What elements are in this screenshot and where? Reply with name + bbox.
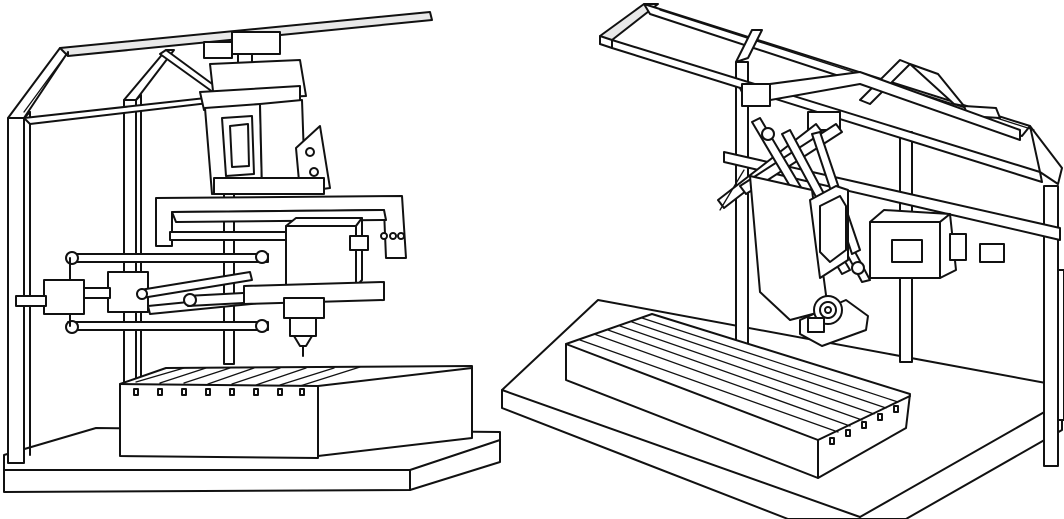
left-slider-blocks <box>15 271 301 315</box>
left-upper-carriage <box>199 31 331 195</box>
right-machine <box>501 3 1064 519</box>
right-worktable <box>565 313 911 479</box>
right-spindle-motor <box>799 295 869 347</box>
left-machine <box>3 11 501 493</box>
left-worktable <box>119 365 473 459</box>
left-spindle-head <box>243 217 385 357</box>
right-roof-frame <box>599 3 1063 185</box>
left-guide-rods <box>65 231 287 334</box>
